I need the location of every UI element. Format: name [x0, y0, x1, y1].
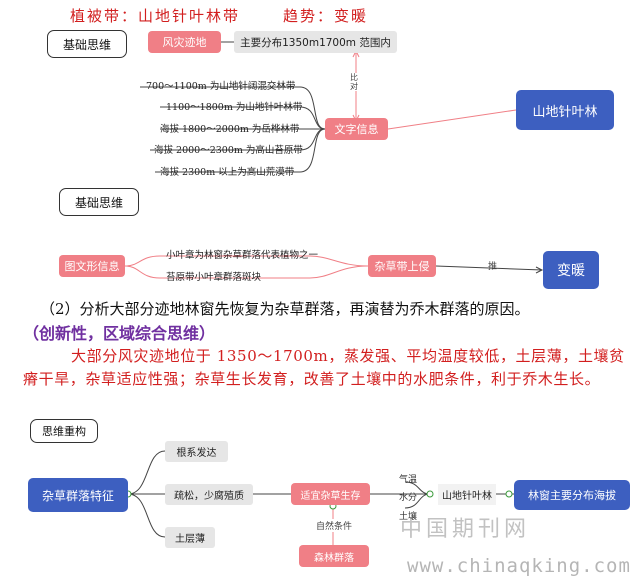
trait-loose-soil: 疏松，少腐殖质 — [165, 484, 253, 505]
watermark-logo: 中国期刊网 — [400, 517, 531, 542]
warming-result-node: 变暖 — [543, 251, 599, 289]
distribution-range-node: 主要分布1350m1700m 范围内 — [234, 31, 397, 53]
fact-item-1: 小叶章为林窗杂草群落代表植物之一 — [166, 250, 319, 261]
natural-conditions-label: 自然条件 — [316, 519, 353, 532]
forest-community-node: 森林群落 — [299, 545, 369, 567]
conifer-node: 山地针叶林 — [438, 484, 496, 505]
wind-disaster-node: 风灾迹地 — [148, 31, 221, 53]
fact-item-2: 苔原带小叶章群落斑块 — [166, 272, 262, 283]
rethinking-tag: 思维重构 — [30, 419, 98, 443]
question-tag: （创新性，区域综合思维） — [23, 324, 216, 343]
image-info-node: 图文形信息 — [59, 255, 125, 277]
vegetation-zone-heading: 植被带：山地针叶林带 — [70, 7, 241, 25]
watermark-url: www.chinaqking.com — [407, 555, 631, 577]
suitable-for-weeds-node: 适宜杂草生存 — [291, 483, 370, 505]
basic-thinking-tag-1: 基础思维 — [47, 30, 127, 58]
weed-community-features-node: 杂草群落特征 — [28, 478, 128, 512]
infer-label: 推 — [488, 262, 498, 272]
weed-upward-node: 杂草带上侵 — [368, 255, 436, 277]
text-info-node: 文字信息 — [325, 118, 388, 140]
factor-temperature: 气温 — [399, 475, 418, 485]
factor-soil: 土壤 — [399, 512, 418, 522]
basic-thinking-tag-2: 基础思维 — [59, 188, 139, 216]
mountain-conifer-forest-node: 山地针叶林 — [516, 90, 614, 130]
zone-item-1: 700～1100m 为山地针阔混交林带 — [146, 81, 296, 92]
trait-thin-soil: 土层薄 — [165, 527, 215, 548]
zone-item-3: 海拔 1800～2000m 为岳桦林带 — [160, 124, 300, 135]
zone-item-4: 海拔 2000～2300m 为高山苔原带 — [154, 145, 303, 156]
trait-roots: 根系发达 — [165, 441, 228, 462]
factor-water: 水分 — [399, 493, 418, 503]
answer-text: 大部分风灾迹地位于 1350～1700m，蒸发强、平均温度较低，土层薄，土壤贫瘠… — [23, 347, 625, 388]
zone-item-2: 1100～1800m 为山地针叶林带 — [166, 102, 303, 113]
compare-label: 比对 — [348, 73, 360, 91]
zone-item-5: 海拔 2300m 以上为高山荒漠带 — [160, 167, 295, 178]
forest-gap-altitude-node: 林窗主要分布海拔 — [514, 480, 630, 510]
trend-heading: 趋势：变暖 — [283, 7, 369, 25]
question-text: （2）分析大部分迹地林窗先恢复为杂草群落，再演替为乔木群落的原因。 — [40, 300, 530, 318]
